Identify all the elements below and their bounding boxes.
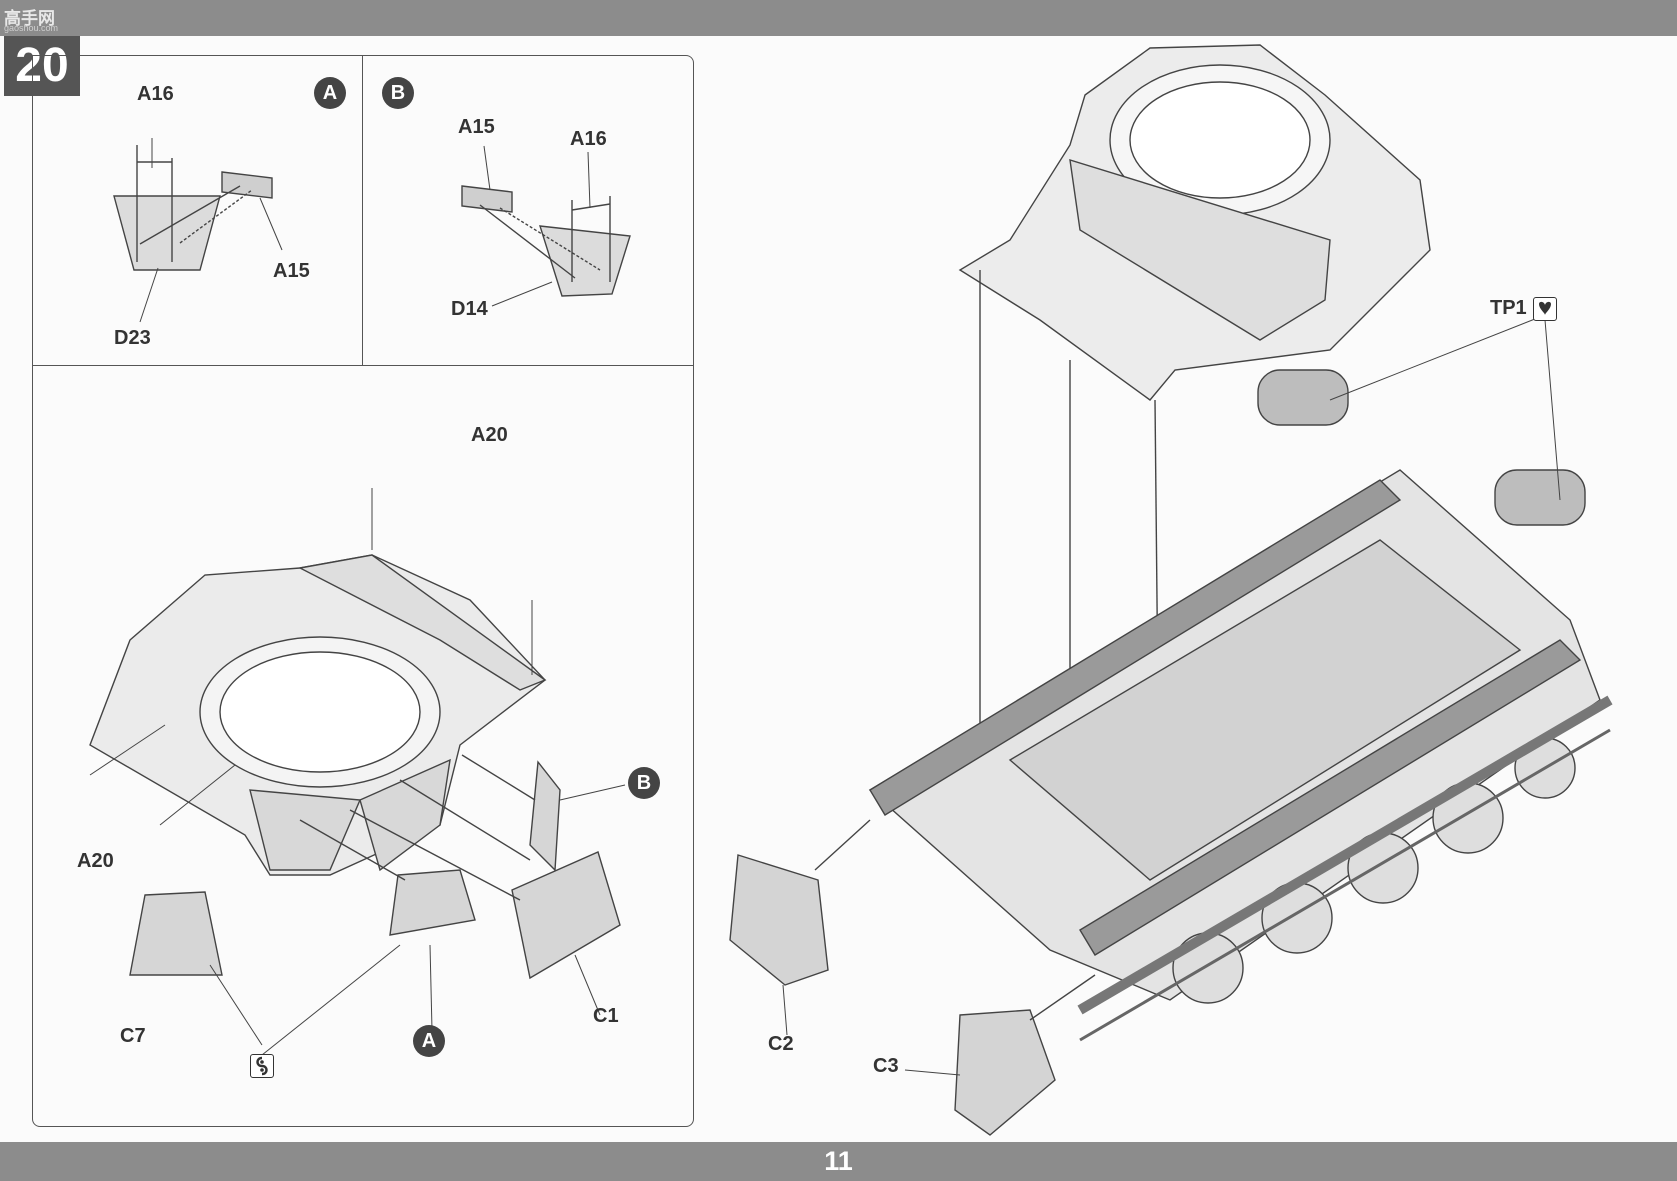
part-label-d14: D14 [451, 298, 488, 320]
part-label-a16: A16 [137, 83, 174, 105]
part-label-tp1: TP1 [1490, 297, 1527, 319]
part-label-d23: D23 [114, 327, 151, 349]
part-c7 [129, 891, 223, 976]
part-a-plate [389, 869, 476, 936]
part-label-a15: A15 [458, 116, 495, 138]
inset-a-frame [32, 55, 363, 366]
ref-marker-a: A [413, 1025, 445, 1057]
part-label-a20: A20 [77, 850, 114, 872]
site-logo: 高手网 gaoshou.com [2, 4, 74, 34]
part-label-c3: C3 [873, 1055, 899, 1077]
part-c3 [954, 1009, 1056, 1136]
part-c2 [729, 854, 829, 986]
logo-text: 高手网 [4, 9, 55, 28]
step-number: 20 [4, 36, 80, 96]
inset-b-frame [362, 55, 694, 366]
part-label-a15: A15 [273, 260, 310, 282]
ref-marker-b: B [628, 767, 660, 799]
part-label-c7: C7 [120, 1025, 146, 1047]
page-number: 11 [824, 1146, 853, 1176]
part-d23 [113, 195, 221, 271]
ref-marker-a: A [314, 77, 346, 109]
part-label-c2: C2 [768, 1033, 794, 1055]
muffler-guard-2 [1494, 469, 1586, 526]
hull-deck-left [869, 479, 1402, 816]
hull-deck-right [1079, 639, 1582, 956]
part-a15-a [221, 171, 273, 199]
part-c1 [511, 851, 621, 980]
ref-marker-b: B [382, 77, 414, 109]
muffler-guard-1 [1257, 369, 1349, 426]
part-label-a20: A20 [471, 424, 508, 446]
glue-icon [250, 1054, 274, 1078]
part-label-a16: A16 [570, 128, 607, 150]
turret-assembly-frame [32, 365, 694, 1127]
logo-subtext: gaoshou.com [4, 23, 59, 33]
road-wheel [1172, 932, 1244, 1004]
bottom-band [0, 1142, 1677, 1181]
part-a15-b [461, 185, 513, 213]
photo-etch-icon [1533, 297, 1557, 321]
part-b-plate [529, 760, 561, 872]
top-band [0, 0, 1677, 36]
part-label-c1: C1 [593, 1005, 619, 1027]
